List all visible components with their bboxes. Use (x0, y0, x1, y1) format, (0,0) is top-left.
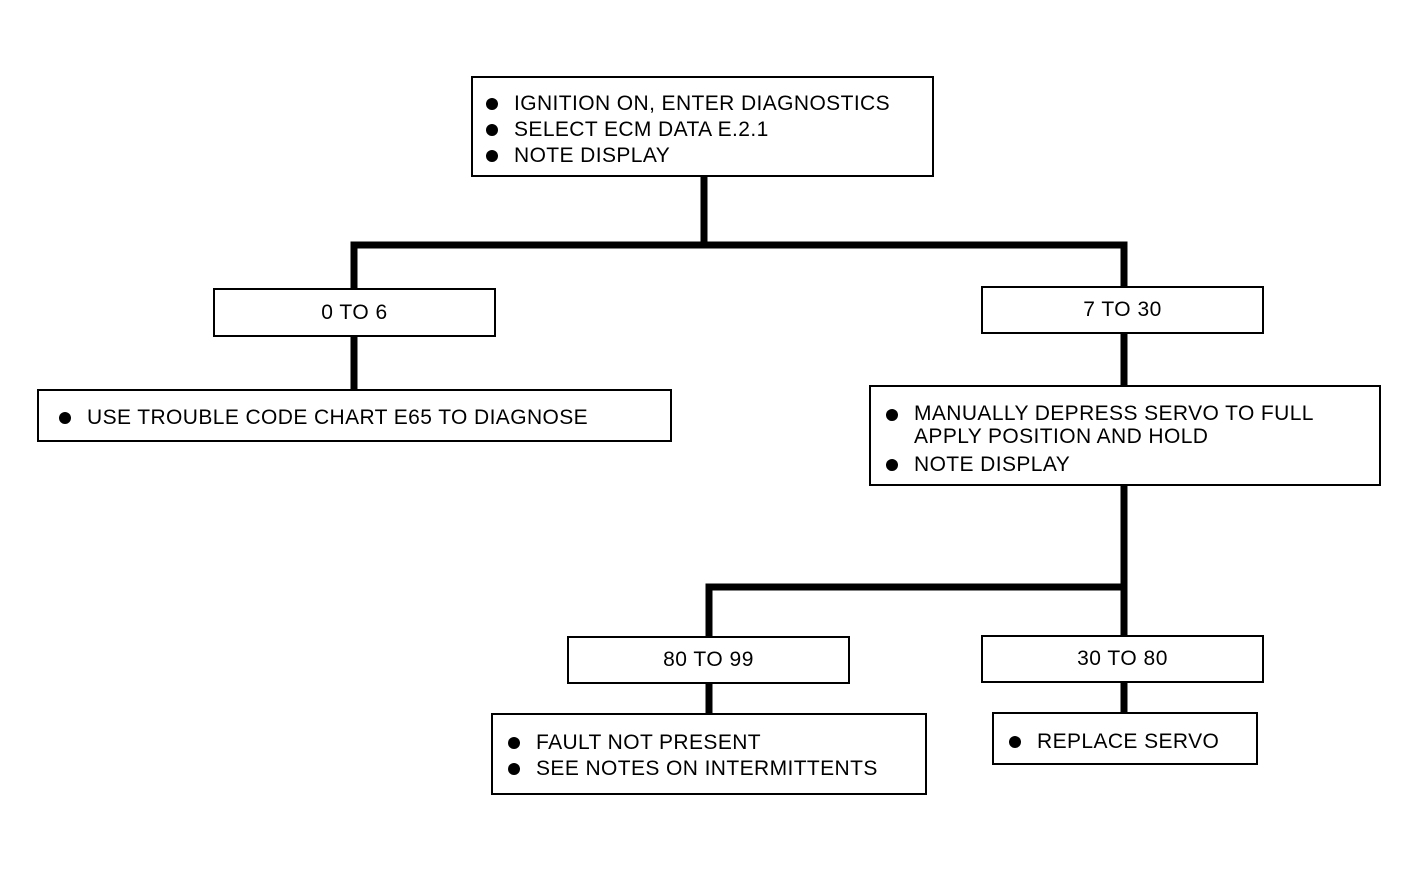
action-box-depress-servo: MANUALLY DEPRESS SERVO TO FULL APPLY POS… (869, 385, 1381, 486)
step-ignition-on: IGNITION ON, ENTER DIAGNOSTICS (486, 91, 932, 117)
step-fault-not-present: FAULT NOT PRESENT (508, 730, 925, 756)
start-step-box: IGNITION ON, ENTER DIAGNOSTICS SELECT EC… (471, 76, 934, 177)
range-box-0-to-6: 0 TO 6 (213, 288, 496, 337)
action-box-replace-servo: REPLACE SERVO (992, 712, 1258, 765)
action-box-use-trouble-code-chart: USE TROUBLE CODE CHART E65 TO DIAGNOSE (37, 389, 672, 442)
step-note-display-servo: NOTE DISPLAY (886, 452, 1365, 478)
step-note-display: NOTE DISPLAY (486, 143, 932, 169)
range-box-7-to-30: 7 TO 30 (981, 286, 1264, 334)
step-select-ecm-data: SELECT ECM DATA E.2.1 (486, 117, 932, 143)
step-depress-servo: MANUALLY DEPRESS SERVO TO FULL APPLY POS… (886, 402, 1365, 448)
step-use-trouble-code-chart: USE TROUBLE CODE CHART E65 TO DIAGNOSE (59, 405, 670, 431)
step-replace-servo: REPLACE SERVO (1009, 729, 1256, 755)
step-see-notes-intermittents: SEE NOTES ON INTERMITTENTS (508, 756, 925, 782)
range-box-30-to-80: 30 TO 80 (981, 635, 1264, 683)
action-box-fault-not-present: FAULT NOT PRESENT SEE NOTES ON INTERMITT… (491, 713, 927, 795)
range-box-80-to-99: 80 TO 99 (567, 636, 850, 684)
